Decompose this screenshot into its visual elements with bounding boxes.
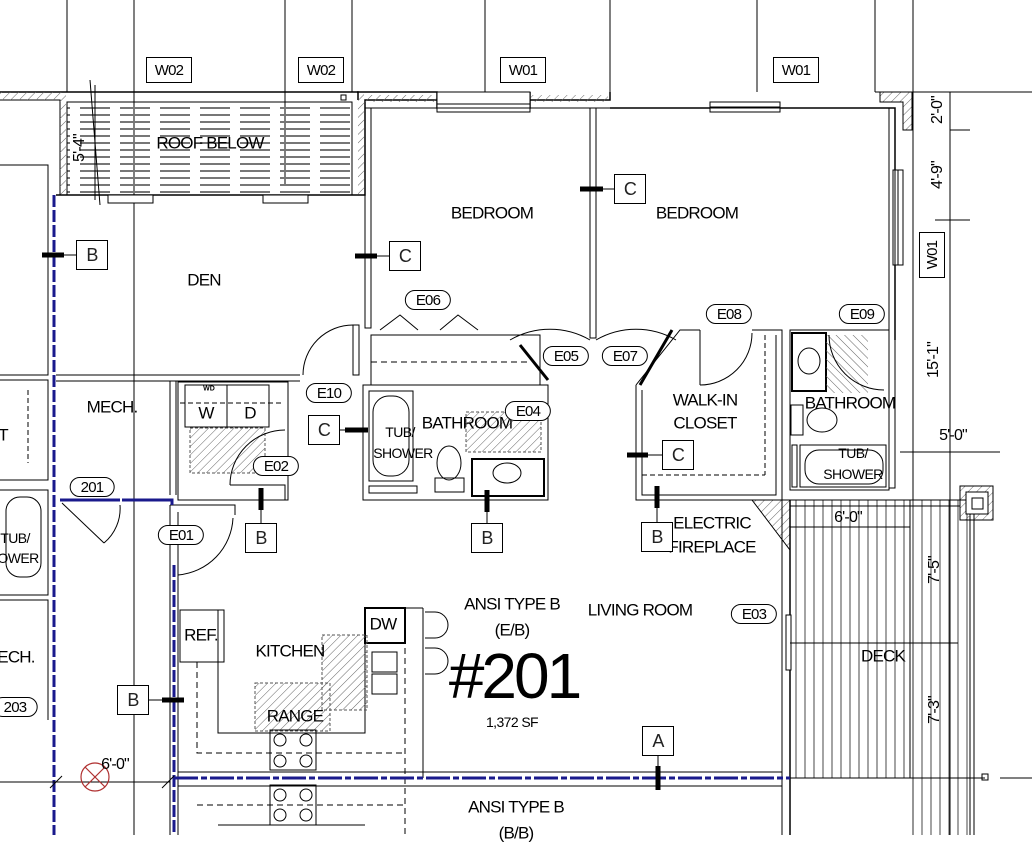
room-label-living-room: LIVING ROOM [587,600,693,620]
section-marker-c: C [389,241,421,271]
room-label-neighbor-t: T [0,427,9,444]
dimension-6-0-left: 6'-0" [101,756,130,773]
section-marker-b: B [641,522,673,552]
washer-label: W [198,403,214,423]
door-tag-e07: E07 [601,346,649,366]
unit-below-type-label: ANSI TYPE B [468,797,565,817]
tub-label: TUB/ [0,530,30,546]
room-label-closet: CLOSET [673,413,737,433]
room-label-den: DEN [187,270,221,290]
window-tag-w01: W01 [773,57,819,83]
door-tag-e10: E10 [305,383,353,403]
door-tag-e09: E09 [838,304,886,324]
section-marker-b: B [245,523,277,553]
unit-area: 1,372 SF [485,714,539,730]
section-marker-a: A [642,726,674,756]
dimension-6-0-deck: 6'-0" [834,509,863,526]
wd-label: WD [203,385,215,393]
shower-label: SHOWER [823,466,883,482]
window-tag-w01: W01 [500,57,546,83]
label-fireplace: FIREPLACE [668,537,756,557]
unit-entry-tag: 201 [69,477,115,497]
tub-label: TUB/ [385,424,415,440]
door-tag-e01: E01 [157,525,205,545]
door-tag-e05: E05 [542,346,590,366]
door-tag-e03: E03 [730,604,778,624]
room-label-mech: MECH. [86,397,139,417]
dryer-label: D [244,403,256,423]
tub-label: TUB/ [838,445,868,461]
dimension-15-1: 15'-1" [925,342,942,378]
window-tag-w02: W02 [298,57,344,83]
room-label-bedroom: BEDROOM [450,203,534,223]
window-tag-w02: W02 [146,57,192,83]
dimension-4-9: 4'-9" [929,161,946,189]
neighbor-unit-tag: 203 [0,697,38,717]
dimension-5-0: 5'-0" [939,427,968,444]
door-tag-e08: E08 [705,304,753,324]
unit-type-label: ANSI TYPE B [464,594,561,614]
section-marker-b: B [76,240,108,270]
room-label-roof-below: ROOF BELOW [156,133,264,153]
shower-label: SHOWER [373,445,433,461]
dimension-7-3: 7'-3" [926,696,943,724]
room-label-bathroom: BATHROOM [421,413,513,433]
dimension-7-5: 7'-5" [926,556,943,584]
section-marker-c: C [662,440,694,470]
room-label-kitchen: KITCHEN [255,641,325,661]
room-label-range: RANGE [266,706,324,726]
dishwasher-label: DW [369,614,398,634]
label-electric: ELECTRIC [673,513,751,533]
room-label-walk-in: WALK-IN [672,390,738,410]
section-marker-b: B [117,685,149,715]
door-tag-e02: E02 [252,456,300,476]
section-marker-c: C [614,174,646,204]
room-label-deck: DECK [860,646,906,666]
room-label-neighbor-mech: ECH. [0,647,36,667]
door-tag-e04: E04 [504,401,552,421]
shower-label: OWER [0,550,39,566]
dimension-2-0: 2'-0" [929,96,946,124]
refrigerator-label: REF. [184,625,218,645]
section-marker-c: C [308,415,340,445]
room-label-bathroom: BATHROOM [804,393,896,413]
room-label-bedroom: BEDROOM [655,203,739,223]
unit-number: #201 [448,640,582,712]
section-marker-b: B [471,523,503,553]
unit-type-sub: (E/B) [494,620,531,640]
unit-below-type-sub: (B/B) [498,823,535,843]
door-tag-e06: E06 [404,290,452,310]
window-tag-w01: W01 [919,232,945,278]
dimension-roof-depth: 5'-4" [71,134,88,162]
